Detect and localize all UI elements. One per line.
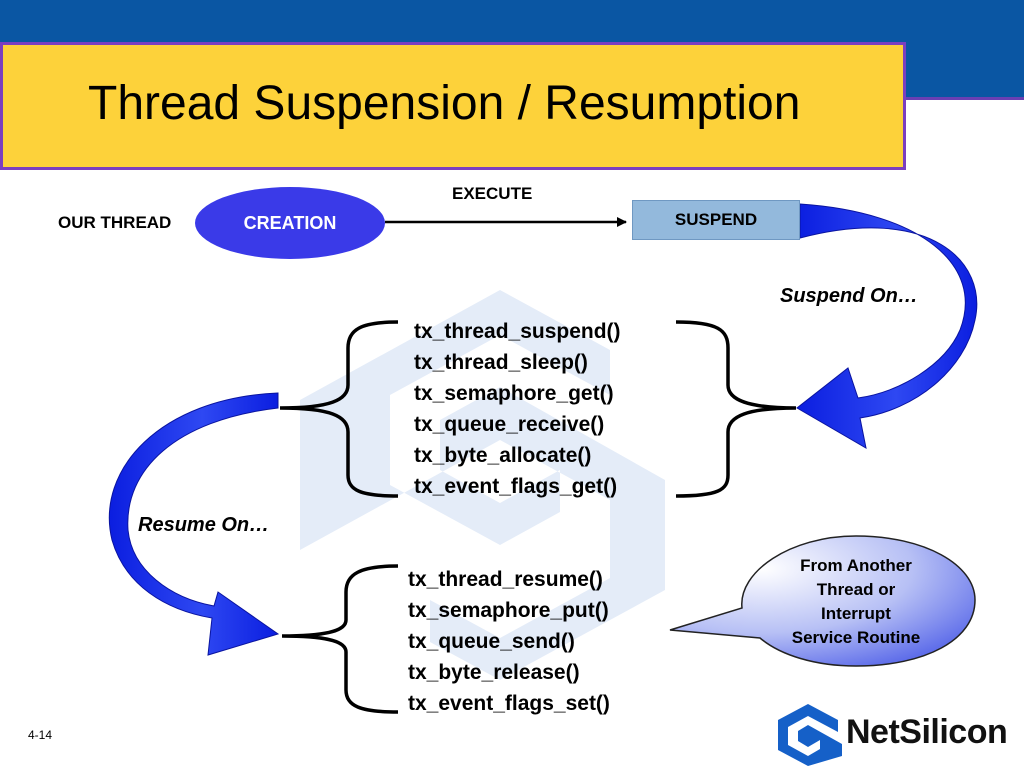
title-box	[0, 42, 906, 170]
netsilicon-logo-icon	[778, 704, 842, 766]
callout-text: From Another Thread or Interrupt Service…	[770, 554, 942, 650]
suspend-right-brace	[675, 320, 797, 498]
resume-function-item: tx_semaphore_put()	[408, 599, 609, 622]
netsilicon-logo-text: NetSilicon	[846, 713, 1008, 751]
callout-line: Interrupt	[821, 604, 891, 623]
watermark-logo	[300, 290, 665, 680]
suspend-function-list: tx_thread_suspend() tx_thread_sleep() tx…	[414, 316, 621, 502]
execute-label: EXECUTE	[452, 184, 533, 203]
creation-ellipse	[195, 187, 385, 259]
creation-label: CREATION	[243, 213, 337, 233]
page-number: 4-14	[28, 728, 53, 742]
slide-title: Thread Suspension / Resumption	[88, 77, 801, 130]
suspend-state-box: SUSPEND	[632, 200, 800, 240]
callout-line: From Another	[800, 556, 912, 575]
resume-function-list: tx_thread_resume() tx_semaphore_put() tx…	[408, 564, 610, 719]
resume-left-brace	[281, 564, 399, 714]
suspend-function-item: tx_queue_receive()	[414, 413, 605, 436]
suspend-curved-arrow	[796, 203, 978, 449]
suspend-function-item: tx_thread_suspend()	[414, 320, 621, 343]
suspend-left-brace	[279, 320, 399, 498]
resume-function-item: tx_byte_release()	[408, 661, 580, 684]
suspend-function-item: tx_event_flags_get()	[414, 475, 618, 498]
suspend-function-item: tx_thread_sleep()	[414, 351, 588, 374]
callout-bubble	[669, 535, 976, 667]
suspend-function-item: tx_semaphore_get()	[414, 382, 614, 405]
suspend-function-item: tx_byte_allocate()	[414, 444, 592, 467]
suspend-label: SUSPEND	[674, 210, 758, 229]
suspend-on-label: Suspend On…	[780, 285, 918, 307]
resume-curved-arrow	[108, 392, 280, 656]
callout-line: Thread or	[816, 580, 896, 599]
callout-line: Service Routine	[791, 628, 921, 647]
resume-function-item: tx_event_flags_set()	[408, 692, 610, 715]
our-thread-label: OUR THREAD	[58, 213, 172, 232]
resume-function-item: tx_thread_resume()	[408, 568, 603, 591]
resume-on-label: Resume On…	[138, 514, 270, 536]
resume-function-item: tx_queue_send()	[408, 630, 575, 653]
